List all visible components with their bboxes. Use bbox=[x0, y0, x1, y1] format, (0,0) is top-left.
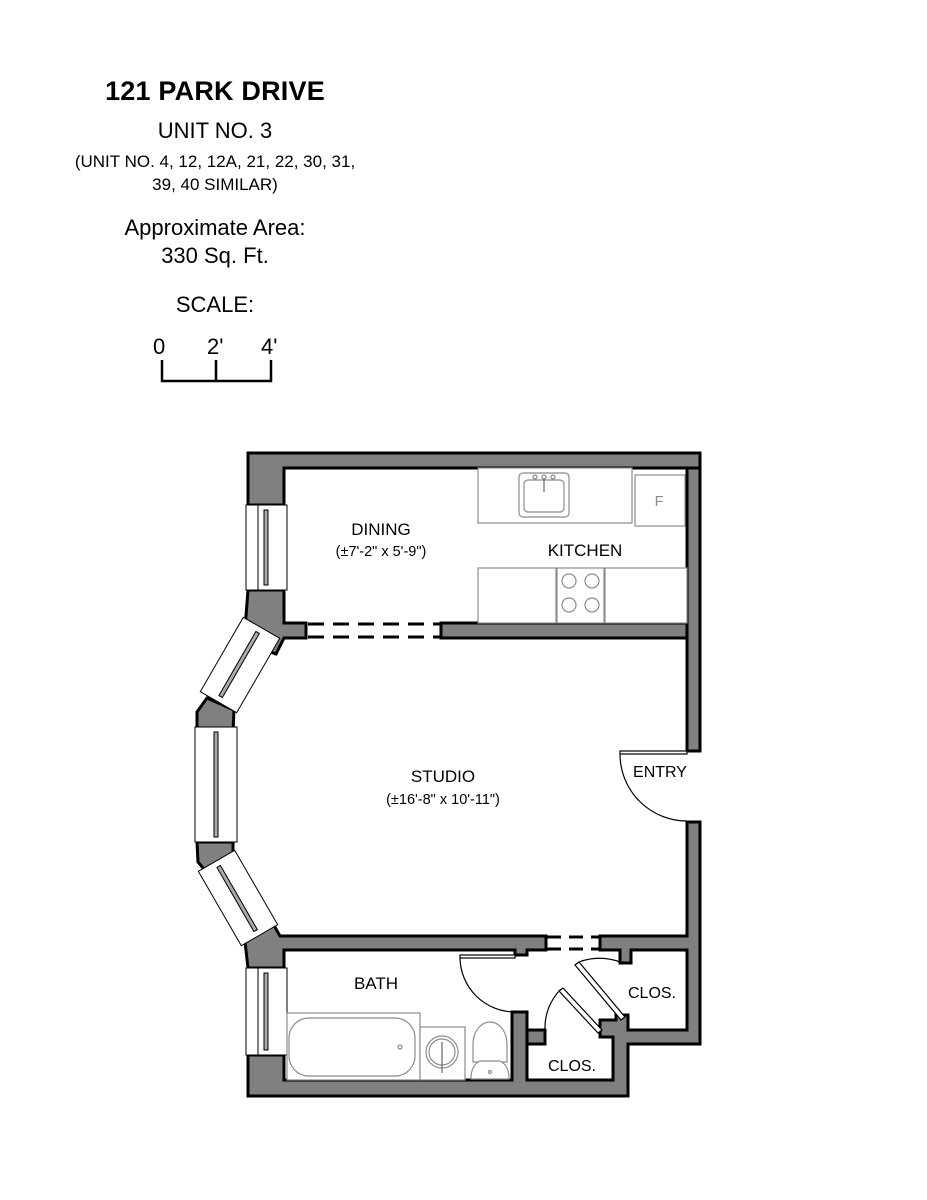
scale-tick-4: 4' bbox=[261, 334, 278, 359]
similar-units-line1: (UNIT NO. 4, 12, 12A, 21, 22, 30, 31, bbox=[74, 152, 356, 171]
area-label: Approximate Area: bbox=[124, 215, 306, 240]
dims-studio: (±16'-8" x 10'-11") bbox=[386, 792, 500, 808]
bathtub-inner bbox=[288, 1017, 416, 1077]
opening-hall bbox=[547, 935, 600, 951]
entry-door-swing bbox=[619, 753, 688, 822]
window-bath bbox=[245, 967, 288, 1056]
similar-units: (UNIT NO. 4, 12, 12A, 21, 22, 30, 31, 39… bbox=[0, 150, 430, 196]
wall-right-upper bbox=[685, 466, 702, 753]
room-labels: DINING (±7'-2" x 5'-9") KITCHEN F STUDIO… bbox=[336, 494, 688, 1075]
property-title: 121 PARK DRIVE bbox=[105, 76, 325, 106]
closet2-door-swing bbox=[544, 988, 562, 1031]
label-kitchen: KITCHEN bbox=[548, 541, 623, 560]
scale-tick-2: 2' bbox=[207, 334, 224, 359]
scale-tick-0: 0 bbox=[153, 334, 166, 359]
window-bay-upper bbox=[199, 616, 281, 714]
label-closet-2: CLOS. bbox=[548, 1058, 596, 1075]
label-entry: ENTRY bbox=[633, 764, 687, 781]
wall-left-pier-lower bbox=[242, 920, 548, 970]
scale-bar bbox=[160, 360, 273, 383]
toilet-bowl bbox=[472, 1021, 508, 1063]
doors bbox=[459, 750, 688, 1034]
closet1-door-swing bbox=[578, 957, 621, 963]
bath-door-leaf bbox=[459, 954, 516, 959]
wall-closet-nub bbox=[525, 1028, 547, 1046]
windows bbox=[194, 504, 288, 1056]
label-studio: STUDIO bbox=[411, 767, 475, 786]
wall-kitchen-bottom bbox=[439, 621, 689, 640]
counter-lower-right bbox=[604, 567, 688, 624]
window-dining bbox=[245, 504, 288, 591]
bath-door-swing bbox=[459, 957, 516, 1013]
similar-units-line2: 39, 40 SIMILAR) bbox=[152, 175, 278, 194]
window-bay-lower bbox=[197, 849, 279, 947]
area-value: 330 Sq. Ft. bbox=[161, 243, 269, 268]
counter-lower-left bbox=[477, 567, 557, 624]
label-fridge: F bbox=[655, 494, 664, 510]
approximate-area: Approximate Area: 330 Sq. Ft. bbox=[0, 214, 430, 270]
label-dining: DINING bbox=[351, 520, 411, 539]
scale-label: SCALE: bbox=[175, 292, 255, 317]
opening-dining-studio bbox=[308, 622, 441, 639]
fridge bbox=[634, 474, 686, 527]
closet1-door-leaf bbox=[574, 961, 626, 1021]
wall-studio-bottom-right bbox=[246, 820, 702, 1098]
kitchen-fixtures bbox=[477, 467, 688, 624]
unit-number: UNIT NO. 3 bbox=[157, 118, 273, 143]
label-closet-1: CLOS. bbox=[628, 985, 676, 1002]
dims-dining: (±7'-2" x 5'-9") bbox=[336, 544, 427, 560]
entry-door-leaf bbox=[619, 750, 688, 755]
closet2-door-leaf bbox=[558, 987, 603, 1034]
bath-fixtures bbox=[286, 1012, 510, 1081]
label-bath: BATH bbox=[354, 974, 398, 993]
walls bbox=[195, 451, 702, 1098]
window-bay-middle bbox=[194, 726, 238, 843]
